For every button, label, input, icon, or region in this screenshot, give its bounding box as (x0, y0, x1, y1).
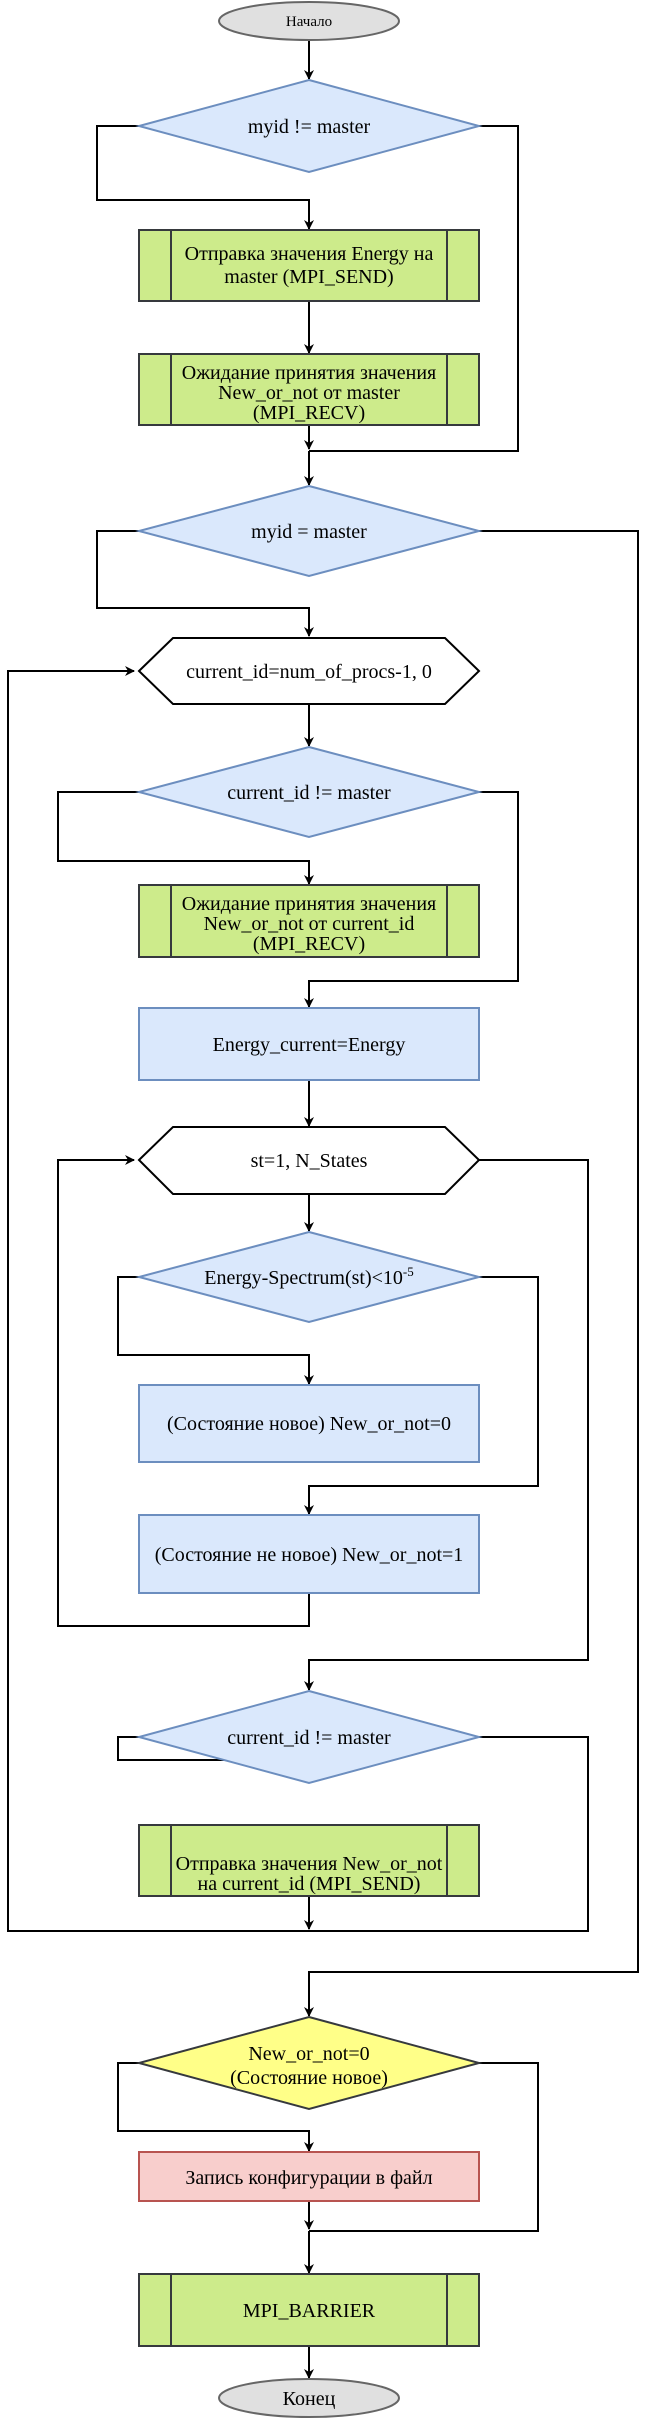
edge-d5-no (309, 1736, 589, 1932)
decision-current-id-not-master: current_id != master (135, 745, 483, 839)
start-terminal: Начало (218, 1, 400, 41)
edge-d1-yes (96, 125, 314, 230)
decision-label: Energy-Spectrum(st)<10-5 (204, 1264, 414, 1289)
decision-energy-spectrum: Energy-Spectrum(st)<10-5 (135, 1230, 483, 1324)
edge-d3-no (304, 791, 519, 1008)
process-label-line-3: (MPI_RECV) (253, 933, 365, 955)
process-label: (Состояние новое) New_or_not=0 (167, 1413, 451, 1435)
process-label-line-1: Ожидание принятия значения (182, 893, 436, 915)
start-label: Начало (286, 14, 332, 30)
end-label: Конец (283, 2388, 336, 2410)
output-label: Запись конфигурации в файл (185, 2167, 432, 2189)
process-label: (Состояние не новое) New_or_not=1 (155, 1544, 464, 1566)
edge-d6-no (309, 2062, 539, 2232)
edge-d6-yes (117, 2062, 314, 2152)
decision-label: current_id != master (227, 1727, 391, 1749)
process-label-line-1: Отправка значения Energy на (185, 243, 434, 265)
process-label: MPI_BARRIER (243, 2300, 376, 2322)
edge-states-loop-back (57, 1155, 310, 1627)
edge-states-exit (304, 1159, 589, 1691)
process-label-line-1: Ожидание принятия значения (182, 362, 436, 384)
decision-myid-equals-master: myid = master (135, 484, 483, 578)
decision-label-exponent: -5 (403, 1264, 414, 1279)
output-write-config: Запись конфигурации в файл (138, 2151, 480, 2202)
edge-d2-no (304, 530, 639, 2017)
edge-d4-yes (117, 1276, 314, 1385)
edge-d1-no (309, 125, 519, 452)
process-label-line-1: Отправка значения New_or_not (176, 1853, 443, 1875)
loop-label: current_id=num_of_procs-1, 0 (186, 661, 432, 683)
process-state-new: (Состояние новое) New_or_not=0 (138, 1384, 480, 1463)
edges (7, 40, 639, 2379)
process-label-line-2: New_or_not от master (218, 382, 400, 404)
process-send-new-or-not: Отправка значения New_or_not на current_… (138, 1824, 480, 1897)
process-wait-current: Ожидание принятия значения New_or_not от… (138, 884, 480, 958)
process-label-line-2: New_or_not от current_id (204, 913, 415, 935)
process-mpi-barrier: MPI_BARRIER (138, 2273, 480, 2347)
decision-myid-not-master: myid != master (135, 78, 483, 174)
decision-label: current_id != master (227, 782, 391, 804)
loop-label: st=1, N_States (251, 1150, 368, 1172)
process-label: Energy_current=Energy (213, 1034, 406, 1056)
decision-label-base: Energy-Spectrum(st)<10 (204, 1267, 403, 1289)
process-label-line-2: master (MPI_SEND) (224, 266, 393, 288)
edge-d3-yes (57, 791, 314, 885)
decision-label-line-2: (Состояние новое) (230, 2067, 388, 2089)
edge-d4-no (304, 1276, 539, 1515)
decision-label-line-1: New_or_not=0 (248, 2043, 369, 2065)
decision-current-id-not-master-2: current_id != master (135, 1689, 483, 1785)
process-label-line-3: (MPI_RECV) (253, 402, 365, 424)
process-wait-master: Ожидание принятия значения New_or_not от… (138, 353, 480, 426)
decision-new-or-not: New_or_not=0 (Состояние новое) (135, 2015, 483, 2111)
edge-current-loop-back (7, 666, 309, 1932)
process-send-energy: Отправка значения Energy на master (MPI_… (138, 229, 480, 302)
loop-states: st=1, N_States (137, 1126, 481, 1195)
edge-d2-yes (96, 530, 314, 637)
decision-label: myid = master (251, 521, 367, 543)
process-energy-current: Energy_current=Energy (138, 1007, 480, 1081)
loop-current-id: current_id=num_of_procs-1, 0 (137, 637, 481, 705)
process-state-not-new: (Состояние не новое) New_or_not=1 (138, 1514, 480, 1594)
end-terminal: Конец (218, 2378, 400, 2418)
process-label-line-2: на current_id (MPI_SEND) (198, 1873, 421, 1895)
decision-label: myid != master (248, 116, 371, 138)
